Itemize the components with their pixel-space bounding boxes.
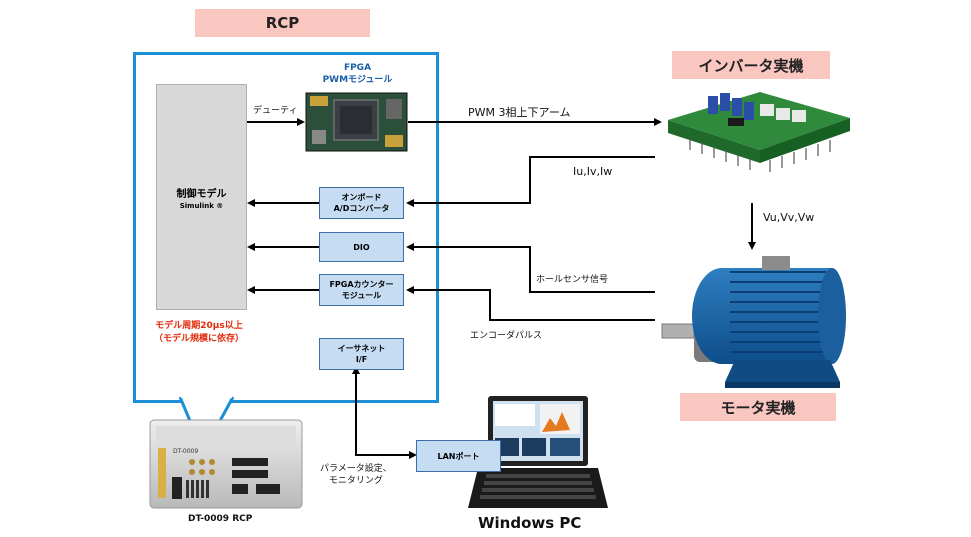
current-arrow	[406, 156, 655, 207]
counter-line1: FPGAカウンター	[329, 280, 394, 289]
control-model-block: 制御モデル Simulink ®	[156, 84, 247, 310]
model-period-line1: モデル周期20μs以上	[155, 321, 243, 331]
rcp-device-image	[149, 419, 303, 509]
control-model-title: 制御モデル	[176, 188, 227, 200]
ethernet-line1: イーサネット	[337, 344, 386, 353]
inverter-image	[668, 92, 850, 172]
param-label: パラメータ設定、 モニタリング	[320, 463, 392, 487]
param-line2: モニタリング	[328, 476, 383, 486]
laptop-image	[468, 396, 608, 508]
voltage-label: Vu,Vv,Vw	[763, 211, 815, 224]
inverter-title-text: インバータ実機	[698, 56, 804, 75]
fpga-pwm-line1: FPGA	[343, 63, 372, 73]
ethernet-line2: I/F	[355, 355, 368, 364]
lan-line1: LANポート	[437, 451, 480, 461]
duty-label: デューティ	[253, 106, 298, 116]
param-line1: パラメータ設定、	[320, 464, 392, 474]
lan-port-block: LANポート	[416, 440, 501, 472]
encoder-label: エンコーダパルス	[470, 331, 543, 341]
pc-label: Windows PC	[478, 514, 582, 532]
fpga-chip-image	[305, 92, 408, 152]
current-label: Iu,Iv,Iw	[573, 165, 613, 178]
motor-title-text: モータ実機	[720, 398, 796, 417]
motor-title: モータ実機	[680, 393, 836, 421]
adc-block: オンボード A/Dコンバータ	[319, 187, 404, 219]
encoder-arrow	[406, 286, 655, 321]
hall-label: ホールセンサ信号	[536, 275, 609, 285]
device-badge: DT-0009	[173, 448, 199, 455]
rcp-title-text: RCP	[265, 14, 300, 32]
model-period-note: モデル周期20μs以上 （モデル規模に依存）	[140, 320, 258, 346]
ethernet-lan-arrow	[352, 366, 417, 459]
adc-line2: A/Dコンバータ	[333, 204, 390, 213]
device-label: DT-0009 RCP	[188, 514, 253, 524]
pwm-label: PWM 3相上下アーム	[468, 106, 571, 119]
counter-block: FPGAカウンター モジュール	[319, 274, 404, 306]
rcp-title: RCP	[195, 9, 370, 37]
ethernet-block: イーサネット I/F	[319, 338, 404, 370]
motor-image	[661, 256, 846, 388]
dio-block: DIO	[319, 232, 404, 262]
model-period-line2: （モデル規模に依存）	[153, 334, 244, 344]
adc-line1: オンボード	[341, 193, 382, 202]
hall-arrow	[406, 243, 655, 293]
inverter-title: インバータ実機	[672, 51, 830, 79]
fpga-pwm-label: FPGA PWMモジュール	[300, 62, 415, 86]
control-model-sub: Simulink ®	[179, 201, 224, 210]
fpga-pwm-line2: PWMモジュール	[322, 75, 393, 85]
dio-line1: DIO	[353, 242, 370, 252]
counter-line2: モジュール	[341, 291, 382, 300]
